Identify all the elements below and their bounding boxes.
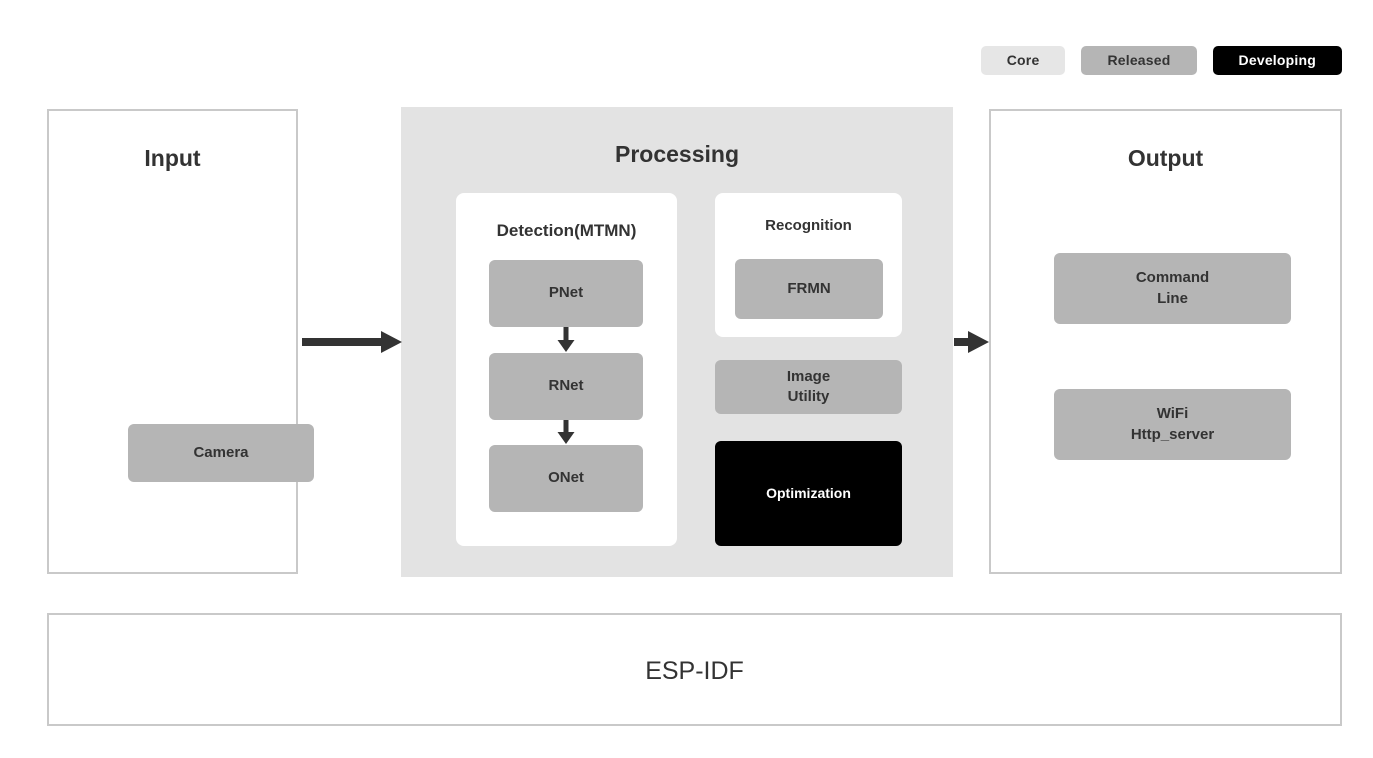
node-frmn: FRMN <box>735 259 883 319</box>
recognition-group-title: Recognition <box>765 217 852 234</box>
node-wifi-http-server: WiFi Http_server <box>1054 389 1291 460</box>
output-section-title: Output <box>1127 145 1204 171</box>
legend: Core Released Developing <box>980 46 1342 75</box>
legend-item-developing: Developing <box>1212 46 1342 75</box>
platform-section: ESP-IDF <box>47 613 1342 726</box>
input-section-title: Input <box>144 145 201 171</box>
arrow-rnet-to-onet <box>557 420 575 444</box>
node-camera: Camera <box>128 424 314 482</box>
output-section: Output <box>989 109 1342 574</box>
arrow-processing-to-output <box>954 331 989 353</box>
node-command-line: Command Line <box>1054 253 1291 324</box>
legend-item-released: Released <box>1081 46 1197 75</box>
node-onet: ONet <box>489 445 643 512</box>
legend-item-core: Core <box>980 46 1066 75</box>
node-pnet: PNet <box>489 260 643 327</box>
processing-section-title: Processing <box>615 141 739 167</box>
arrow-pnet-to-rnet <box>557 327 575 352</box>
input-section: Input Camera <box>47 109 314 574</box>
platform-title: ESP-IDF <box>645 657 744 685</box>
node-rnet: RNet <box>489 353 643 420</box>
node-image-utility: Image Utility <box>715 360 902 414</box>
node-optimization: Optimization <box>715 441 902 546</box>
detection-group-title: Detection(MTMN) <box>496 221 637 240</box>
arrow-input-to-processing <box>302 331 402 353</box>
